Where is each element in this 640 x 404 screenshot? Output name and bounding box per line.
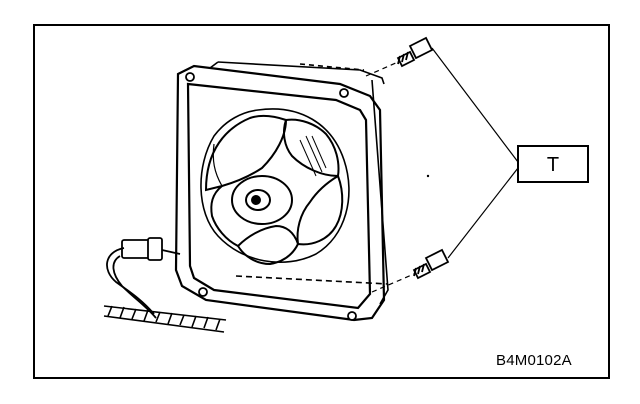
- mounting-holes: [185, 72, 357, 321]
- hose: [103, 305, 227, 333]
- fan-hub: [231, 175, 293, 225]
- dot-mark: [426, 174, 430, 178]
- bolt-top: [396, 36, 434, 68]
- connector: [106, 237, 181, 319]
- callout-label: T: [547, 154, 559, 176]
- leader-lines: [431, 47, 519, 259]
- bolt-bottom: [412, 248, 450, 280]
- rear-shroud: [209, 61, 389, 305]
- alignment-lines: [365, 61, 415, 293]
- figure-code: B4M0102A: [496, 352, 572, 369]
- fan-assembly: [200, 108, 350, 266]
- torque-callout: T: [517, 145, 589, 183]
- fan-housing: [174, 64, 386, 322]
